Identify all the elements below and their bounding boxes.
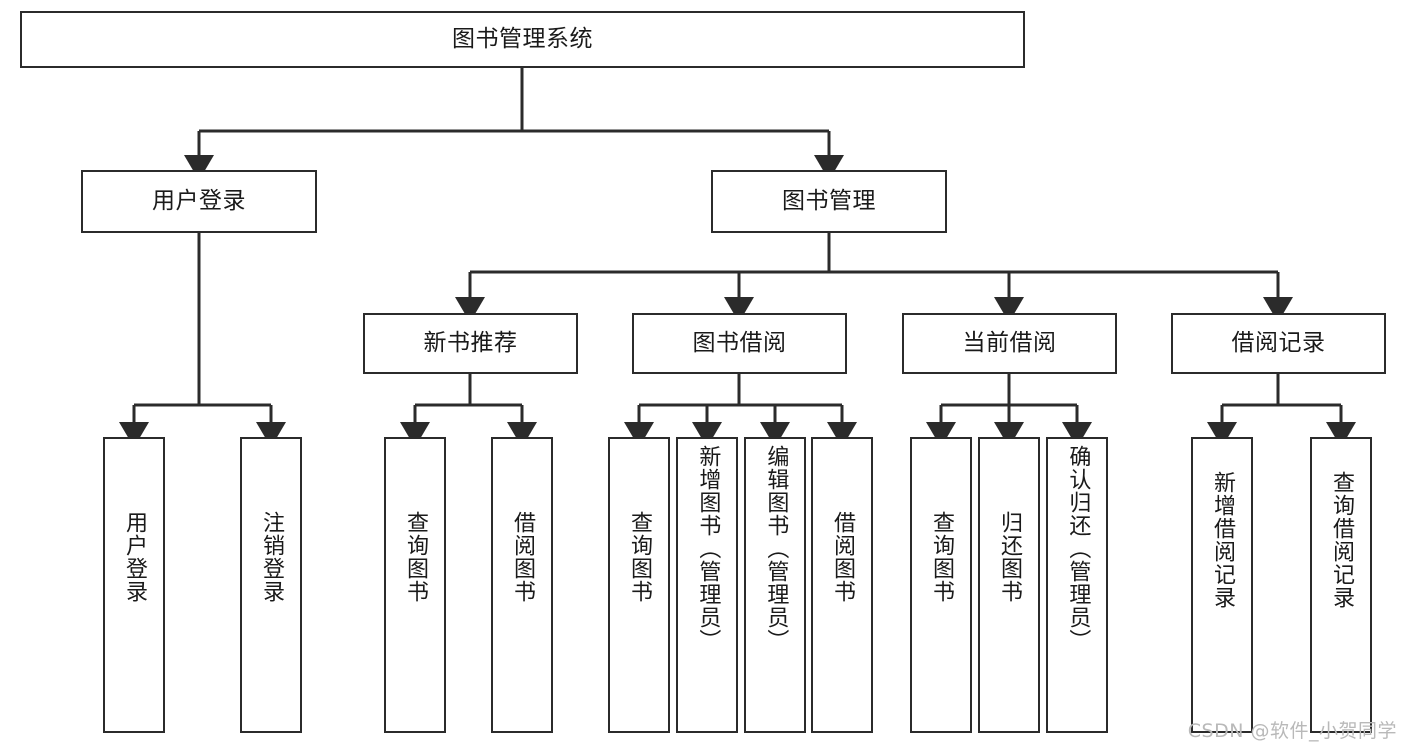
leaf-add-book[interactable]: 新增图书（管理员）: [676, 437, 738, 733]
leaf-confirm-return[interactable]: 确认归还（管理员）: [1046, 437, 1108, 733]
edges-book-borrow-to-leaves: [624, 374, 857, 448]
node-book-management-label: 图书管理: [782, 187, 876, 214]
leaf-logout[interactable]: 注销登录: [240, 437, 302, 733]
leaf-edit-book-label: 编辑图书（管理员）: [763, 445, 789, 652]
node-user-login[interactable]: 用户登录: [81, 170, 317, 233]
leaf-add-book-label: 新增图书（管理员）: [695, 445, 721, 652]
edges-current-borrow-to-leaves: [926, 374, 1092, 448]
node-borrow-record[interactable]: 借阅记录: [1171, 313, 1386, 374]
node-root[interactable]: 图书管理系统: [20, 11, 1025, 68]
leaf-add-record-label: 新增借阅记录: [1209, 471, 1235, 609]
leaf-query-book-1-label: 查询图书: [402, 511, 428, 603]
leaf-edit-book[interactable]: 编辑图书（管理员）: [744, 437, 806, 733]
leaf-query-book-2-label: 查询图书: [626, 511, 652, 603]
leaf-query-book-3[interactable]: 查询图书: [910, 437, 972, 733]
leaf-user-login[interactable]: 用户登录: [103, 437, 165, 733]
leaf-logout-label: 注销登录: [258, 511, 284, 603]
node-current-borrow[interactable]: 当前借阅: [902, 313, 1117, 374]
node-borrow-record-label: 借阅记录: [1231, 329, 1326, 356]
node-book-borrow[interactable]: 图书借阅: [632, 313, 847, 374]
leaf-borrow-book-2-label: 借阅图书: [829, 511, 855, 603]
leaf-query-record-label: 查询借阅记录: [1328, 471, 1354, 609]
leaf-add-record[interactable]: 新增借阅记录: [1191, 437, 1253, 733]
leaf-query-book-2[interactable]: 查询图书: [608, 437, 670, 733]
leaf-query-book-1[interactable]: 查询图书: [384, 437, 446, 733]
leaf-return-book[interactable]: 归还图书: [978, 437, 1040, 733]
edges-user-login-to-leaves: [119, 233, 286, 448]
leaf-borrow-book-1[interactable]: 借阅图书: [491, 437, 553, 733]
node-new-book-recommend-label: 新书推荐: [423, 329, 518, 356]
leaf-user-login-label: 用户登录: [121, 511, 147, 603]
edges-book-management-to-level3: [455, 233, 1293, 323]
leaf-confirm-return-label: 确认归还（管理员）: [1065, 445, 1091, 652]
leaf-borrow-book-2[interactable]: 借阅图书: [811, 437, 873, 733]
leaf-return-book-label: 归还图书: [996, 511, 1022, 603]
edges-borrow-record-to-leaves: [1207, 374, 1356, 448]
node-book-borrow-label: 图书借阅: [692, 329, 787, 356]
node-current-borrow-label: 当前借阅: [962, 329, 1057, 356]
node-root-label: 图书管理系统: [452, 25, 593, 52]
node-new-book-recommend[interactable]: 新书推荐: [363, 313, 578, 374]
edges-root-to-level2: [184, 68, 844, 181]
leaf-query-record[interactable]: 查询借阅记录: [1310, 437, 1372, 733]
leaf-query-book-3-label: 查询图书: [928, 511, 954, 603]
leaf-borrow-book-1-label: 借阅图书: [509, 511, 535, 603]
edges-new-book-recommend-to-leaves: [400, 374, 537, 448]
node-user-login-label: 用户登录: [152, 187, 246, 214]
node-book-management[interactable]: 图书管理: [711, 170, 947, 233]
